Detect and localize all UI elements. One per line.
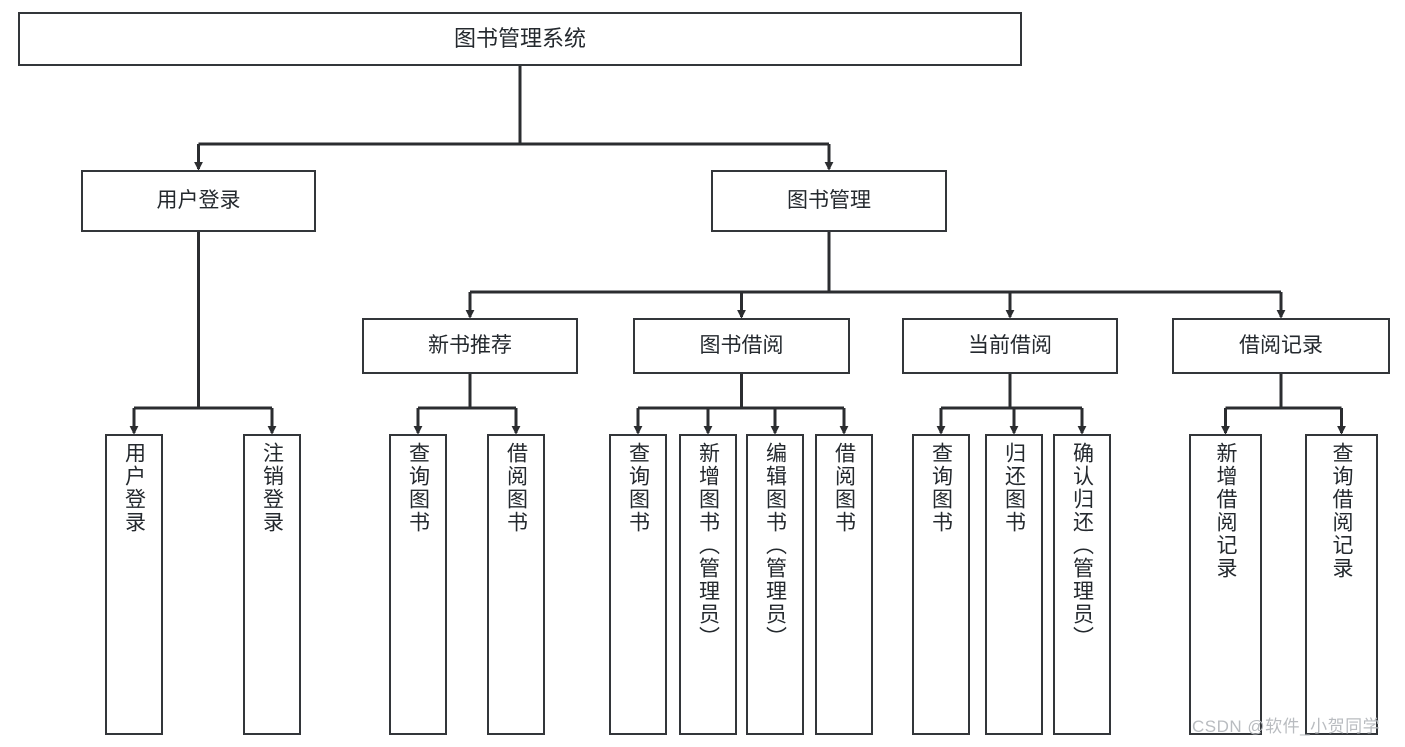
node-borrow-record[interactable]: 借阅记录	[1172, 318, 1390, 374]
node-leaf-query-book-1[interactable]: 查询图书	[389, 434, 447, 735]
node-leaf-edit-book[interactable]: 编辑图书（管理员）	[746, 434, 804, 735]
node-label: 查询图书	[406, 442, 430, 534]
node-label: 编辑图书（管理员）	[763, 442, 787, 649]
node-label: 借阅记录	[1239, 333, 1323, 357]
node-user-login[interactable]: 用户登录	[81, 170, 316, 232]
node-label: 图书管理	[787, 188, 871, 212]
node-leaf-query-record[interactable]: 查询借阅记录	[1305, 434, 1378, 735]
node-label: 用户登录	[122, 442, 146, 534]
node-label: 借阅图书	[504, 442, 528, 534]
node-leaf-borrow-book-2[interactable]: 借阅图书	[815, 434, 873, 735]
node-label: 当前借阅	[968, 333, 1052, 357]
node-current-borrow[interactable]: 当前借阅	[902, 318, 1118, 374]
node-leaf-user-login[interactable]: 用户登录	[105, 434, 163, 735]
node-book-borrow[interactable]: 图书借阅	[633, 318, 850, 374]
csdn-watermark: CSDN @软件_小贺同学	[1192, 717, 1381, 736]
node-label: 用户登录	[156, 188, 241, 212]
node-label: 图书管理系统	[453, 26, 586, 52]
node-leaf-query-book-2[interactable]: 查询图书	[609, 434, 667, 735]
node-root[interactable]: 图书管理系统	[18, 12, 1022, 66]
node-leaf-query-book-3[interactable]: 查询图书	[912, 434, 970, 735]
node-label: 新书推荐	[428, 333, 512, 357]
node-label: 借阅图书	[832, 442, 856, 534]
node-leaf-confirm-return[interactable]: 确认归还（管理员）	[1053, 434, 1111, 735]
node-leaf-logout[interactable]: 注销登录	[243, 434, 301, 735]
node-label: 注销登录	[260, 442, 284, 534]
node-label: 查询借阅记录	[1330, 442, 1353, 580]
node-new-book-recommend[interactable]: 新书推荐	[362, 318, 578, 374]
node-label: 新增图书（管理员）	[696, 442, 720, 649]
node-label: 图书借阅	[699, 333, 784, 357]
node-leaf-borrow-book-1[interactable]: 借阅图书	[487, 434, 545, 735]
node-leaf-return-book[interactable]: 归还图书	[985, 434, 1043, 735]
node-leaf-add-book[interactable]: 新增图书（管理员）	[679, 434, 737, 735]
node-label: 确认归还（管理员）	[1070, 442, 1094, 649]
node-label: 新增借阅记录	[1214, 442, 1237, 580]
node-leaf-add-record[interactable]: 新增借阅记录	[1189, 434, 1262, 735]
node-label: 查询图书	[929, 442, 953, 534]
node-book-manage[interactable]: 图书管理	[711, 170, 947, 232]
node-label: 查询图书	[626, 442, 650, 534]
node-label: 归还图书	[1002, 442, 1026, 534]
